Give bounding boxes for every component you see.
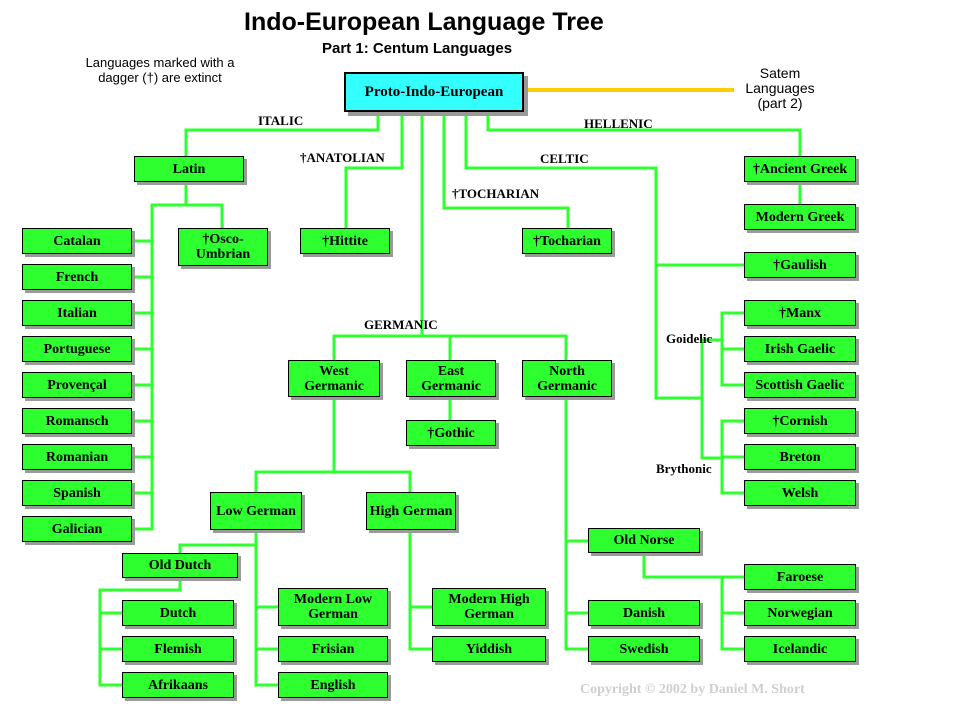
node-spanish: Spanish — [22, 480, 132, 506]
node-romansch: Romansch — [22, 408, 132, 434]
node-romanian: Romanian — [22, 444, 132, 470]
node-flemish: Flemish — [122, 636, 234, 662]
node-catalan: Catalan — [22, 228, 132, 254]
node-modern-low-german: Modern Low German — [278, 588, 388, 626]
node-modern-high-german: Modern High German — [432, 588, 546, 626]
node-faroese: Faroese — [744, 564, 856, 590]
node-cornish: †Cornish — [744, 408, 856, 434]
node-ancient-greek: †Ancient Greek — [744, 156, 856, 182]
node-french: French — [22, 264, 132, 290]
node-irish-gaelic: Irish Gaelic — [744, 336, 856, 362]
node-hittite: †Hittite — [300, 228, 390, 254]
node-tocharian: †Tocharian — [522, 228, 612, 254]
node-swedish: Swedish — [588, 636, 700, 662]
node-gothic: †Gothic — [406, 420, 496, 446]
node-galician: Galician — [22, 516, 132, 542]
node-frisian: Frisian — [278, 636, 388, 662]
label-celtic: CELTIC — [540, 151, 589, 166]
node-english: English — [278, 672, 388, 698]
diagram-title: Indo-European Language Tree — [244, 8, 604, 36]
node-scottish-gaelic: Scottish Gaelic — [744, 372, 856, 398]
node-welsh: Welsh — [744, 480, 856, 506]
node-west-germanic: West Germanic — [288, 360, 380, 397]
label-germanic: GERMANIC — [364, 317, 438, 332]
label-brythonic: Brythonic — [656, 461, 712, 476]
diagram-subtitle: Part 1: Centum Languages — [322, 40, 513, 57]
node-provencal: Provençal — [22, 372, 132, 398]
label-goidelic: Goidelic — [666, 331, 713, 346]
node-latin: Latin — [134, 156, 244, 182]
node-yiddish: Yiddish — [432, 636, 546, 662]
node-old-dutch: Old Dutch — [122, 553, 238, 578]
node-dutch: Dutch — [122, 600, 234, 626]
node-north-germanic: North Germanic — [522, 360, 612, 397]
label-anatolian: †ANATOLIAN — [300, 150, 385, 165]
label-tocharian: †TOCHARIAN — [452, 186, 540, 201]
node-old-norse: Old Norse — [588, 528, 700, 553]
extinct-note: Languages marked with a dagger (†) are e… — [85, 55, 235, 85]
node-portuguese: Portuguese — [22, 336, 132, 362]
node-italian: Italian — [22, 300, 132, 326]
node-osco-umbrian: †Osco-Umbrian — [178, 228, 268, 266]
label-italic: ITALIC — [258, 113, 304, 128]
node-danish: Danish — [588, 600, 700, 626]
node-gaulish: †Gaulish — [744, 252, 856, 278]
copyright-notice: Copyright © 2002 by Daniel M. Short — [580, 682, 805, 697]
proto-indo-european-node: Proto-Indo-European — [344, 72, 524, 112]
node-breton: Breton — [744, 444, 856, 470]
node-manx: †Manx — [744, 300, 856, 326]
satem-note: Satem Languages (part 2) — [745, 65, 815, 111]
node-modern-greek: Modern Greek — [744, 204, 856, 230]
label-hellenic: HELLENIC — [584, 116, 653, 131]
node-east-germanic: East Germanic — [406, 360, 496, 397]
node-afrikaans: Afrikaans — [122, 672, 234, 698]
node-high-german: High German — [366, 492, 456, 530]
node-low-german: Low German — [210, 492, 302, 530]
node-icelandic: Icelandic — [744, 636, 856, 662]
node-norwegian: Norwegian — [744, 600, 856, 626]
